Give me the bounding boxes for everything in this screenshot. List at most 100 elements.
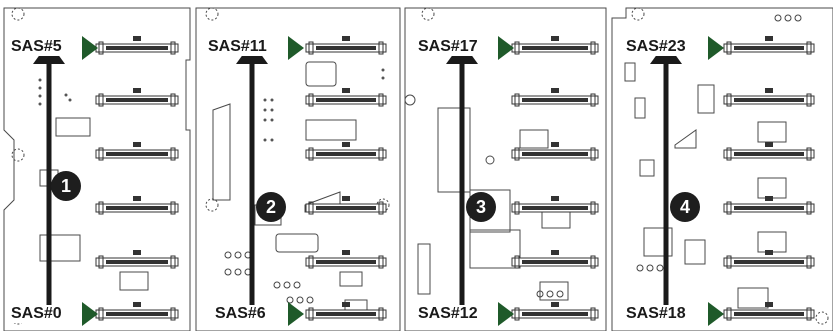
label-sas-6: SAS#6 (213, 305, 268, 323)
connector-marker (765, 88, 773, 93)
connector-marker (342, 196, 350, 201)
connector-pins (106, 312, 168, 316)
connector-latch (378, 93, 384, 107)
connector-marker (765, 250, 773, 255)
connector-latch (378, 255, 384, 269)
connector-pins (316, 312, 376, 316)
connector-latch (806, 41, 812, 55)
connector-marker (342, 142, 350, 147)
connector-latch (308, 93, 314, 107)
connector-latch (806, 255, 812, 269)
connector-latch (308, 255, 314, 269)
connector-pins (106, 98, 168, 102)
connector-pins (734, 152, 804, 156)
connector-latch (170, 255, 176, 269)
connector-latch (806, 307, 812, 321)
connector-marker (342, 250, 350, 255)
connector-pins (522, 206, 588, 210)
connector-latch (514, 147, 520, 161)
section-number-badge-3: 3 (466, 192, 496, 222)
connector-latch (806, 147, 812, 161)
connector-marker (551, 302, 559, 307)
connector-marker (551, 196, 559, 201)
connector-marker (133, 36, 141, 41)
connector-latch (514, 201, 520, 215)
connector-marker (342, 302, 350, 307)
label-sas-18: SAS#18 (624, 305, 688, 323)
label-sas-23: SAS#23 (624, 38, 688, 56)
connector-latch (378, 307, 384, 321)
connector-marker (342, 36, 350, 41)
connector-pins (316, 152, 376, 156)
connector-latch (590, 41, 596, 55)
pointer-top-1 (82, 36, 98, 60)
connector-pins (106, 206, 168, 210)
board-outline-2 (195, 7, 401, 331)
connector-pins (316, 46, 376, 50)
section-number-badge-2: 2 (256, 192, 286, 222)
pointer-top-4 (708, 36, 724, 60)
connector-latch (98, 307, 104, 321)
connector-latch (98, 93, 104, 107)
label-sas-17: SAS#17 (416, 38, 480, 56)
connector-marker (765, 196, 773, 201)
connector-pins (522, 260, 588, 264)
connector-latch (514, 93, 520, 107)
connector-pins (522, 152, 588, 156)
pointer-top-2 (288, 36, 304, 60)
connector-latch (514, 41, 520, 55)
pointer-bottom-1 (82, 302, 98, 326)
connector-latch (806, 93, 812, 107)
pointer-bottom-4 (708, 302, 724, 326)
label-sas-0: SAS#0 (9, 305, 64, 323)
label-sas-11: SAS#11 (206, 38, 269, 56)
connector-latch (726, 93, 732, 107)
connector-pins (734, 98, 804, 102)
connector-latch (726, 255, 732, 269)
connector-latch (378, 147, 384, 161)
connector-latch (590, 201, 596, 215)
connector-marker (133, 88, 141, 93)
connector-latch (590, 147, 596, 161)
connector-latch (726, 41, 732, 55)
connector-latch (308, 147, 314, 161)
connector-latch (170, 201, 176, 215)
connector-latch (98, 41, 104, 55)
connector-latch (590, 93, 596, 107)
connector-latch (514, 255, 520, 269)
connector-latch (514, 307, 520, 321)
connector-latch (378, 201, 384, 215)
connector-marker (551, 250, 559, 255)
connector-marker (765, 142, 773, 147)
pointer-bottom-2 (288, 302, 304, 326)
connector-group (95, 36, 815, 321)
connector-latch (726, 307, 732, 321)
connector-marker (551, 36, 559, 41)
connector-latch (308, 201, 314, 215)
pointer-bottom-3 (498, 302, 514, 326)
connector-latch (170, 147, 176, 161)
connector-latch (98, 255, 104, 269)
connector-pins (734, 46, 804, 50)
connector-pins (522, 312, 588, 316)
connector-marker (765, 302, 773, 307)
connector-latch (590, 255, 596, 269)
connector-latch (98, 201, 104, 215)
label-sas-5: SAS#5 (9, 38, 64, 56)
connector-latch (170, 41, 176, 55)
section-number-badge-1: 1 (51, 171, 81, 201)
connector-marker (133, 250, 141, 255)
connector-pins (106, 46, 168, 50)
board-outline-1 (3, 7, 191, 331)
connector-marker (765, 36, 773, 41)
connector-pins (316, 206, 376, 210)
connector-pins (734, 206, 804, 210)
connector-latch (590, 307, 596, 321)
connector-pins (316, 98, 376, 102)
connector-latch (726, 147, 732, 161)
pointer-top-3 (498, 36, 514, 60)
connector-latch (98, 147, 104, 161)
label-sas-12: SAS#12 (416, 305, 480, 323)
connector-latch (308, 41, 314, 55)
connector-marker (342, 88, 350, 93)
